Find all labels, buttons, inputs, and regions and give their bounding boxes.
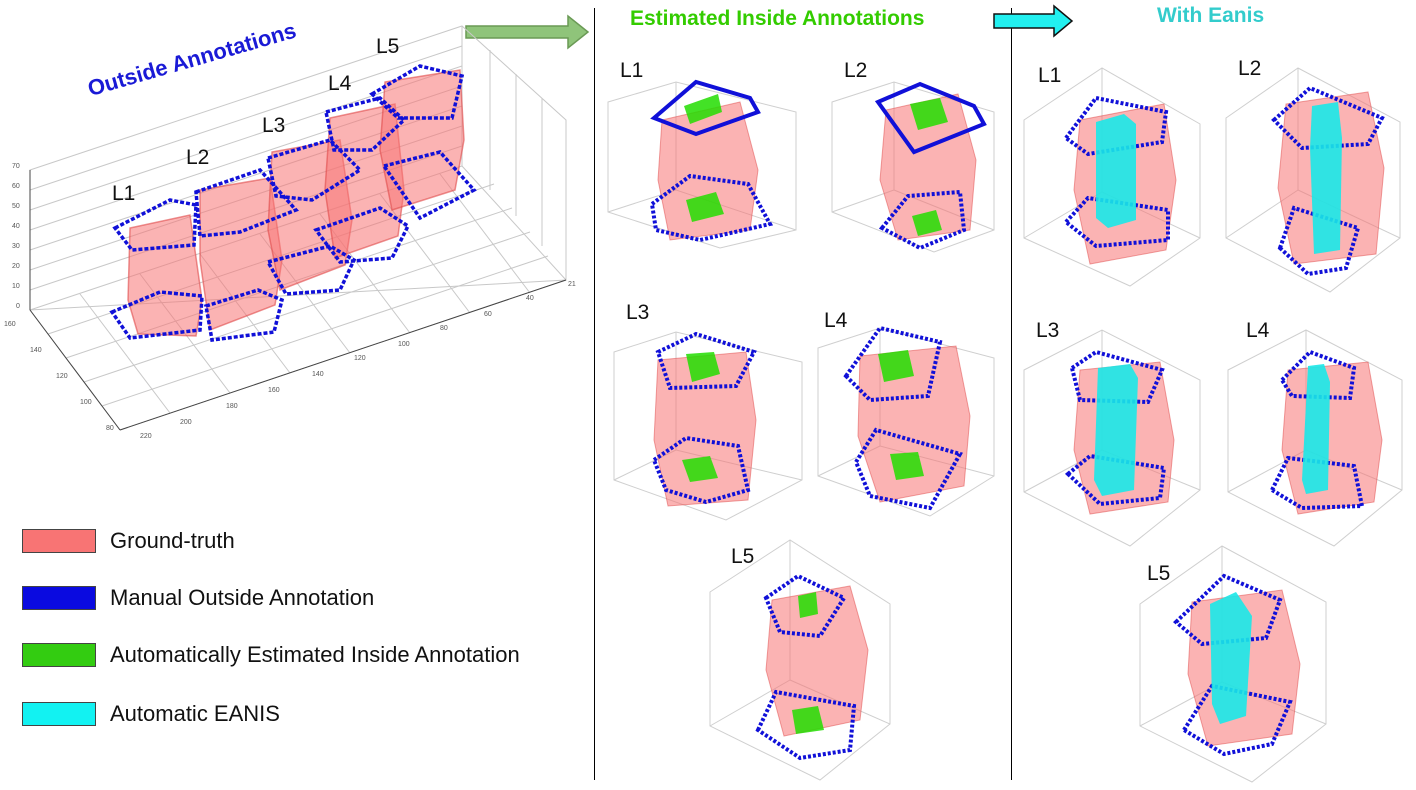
right-plot-l2 bbox=[1225, 67, 1401, 293]
y-tick: 100 bbox=[398, 341, 410, 348]
arrow-cyan-icon bbox=[993, 4, 1074, 38]
z-tick: 70 bbox=[12, 163, 20, 170]
left-level-label: L2 bbox=[186, 146, 210, 169]
arrow-green-icon bbox=[465, 14, 590, 50]
legend-swatch bbox=[22, 529, 96, 553]
legend-label: Automatic EANIS bbox=[110, 701, 280, 726]
middle-level-label: L4 bbox=[824, 309, 848, 332]
z-tick: 0 bbox=[16, 303, 20, 310]
x-tick: 160 bbox=[4, 321, 16, 328]
middle-plot-l3 bbox=[613, 331, 803, 521]
y-tick: 80 bbox=[440, 325, 448, 332]
y-tick: 120 bbox=[354, 355, 366, 362]
legend-label: Automatically Estimated Inside Annotatio… bbox=[110, 642, 520, 667]
z-tick: 10 bbox=[12, 283, 20, 290]
right-plot-l5 bbox=[1139, 545, 1327, 783]
y-tick: 140 bbox=[312, 371, 324, 378]
middle-plot-l4 bbox=[817, 325, 995, 517]
right-plot-l4 bbox=[1227, 329, 1403, 547]
right-level-label: L2 bbox=[1238, 57, 1262, 80]
middle-plot-l1 bbox=[607, 79, 797, 249]
right-level-label: L3 bbox=[1036, 319, 1060, 342]
legend-label: Ground-truth bbox=[110, 528, 235, 553]
x-tick: 80 bbox=[106, 425, 114, 432]
y-tick: 40 bbox=[526, 295, 534, 302]
legend-swatch bbox=[22, 702, 96, 726]
middle-panel-title: Estimated Inside Annotations bbox=[630, 7, 925, 30]
y-tick: 200 bbox=[180, 419, 192, 426]
y-tick: 60 bbox=[484, 311, 492, 318]
z-tick: 60 bbox=[12, 183, 20, 190]
right-level-label: L5 bbox=[1147, 562, 1171, 585]
y-tick: 160 bbox=[268, 387, 280, 394]
z-tick: 30 bbox=[12, 243, 20, 250]
y-tick: 220 bbox=[140, 433, 152, 440]
z-tick: 50 bbox=[12, 203, 20, 210]
z-tick: 40 bbox=[12, 223, 20, 230]
middle-level-label: L5 bbox=[731, 545, 755, 568]
left-level-label: L3 bbox=[262, 114, 286, 137]
middle-level-label: L1 bbox=[620, 59, 644, 82]
legend-label: Manual Outside Annotation bbox=[110, 585, 375, 610]
y-tick: 21 bbox=[568, 281, 576, 288]
right-plot-l3 bbox=[1023, 329, 1201, 547]
middle-plot-l2 bbox=[831, 81, 995, 253]
legend-swatch bbox=[22, 586, 96, 610]
x-tick: 100 bbox=[80, 399, 92, 406]
overview-3d-plot: 70 60 50 40 30 20 10 0 160 140 120 100 8… bbox=[4, 25, 576, 440]
middle-level-label: L2 bbox=[844, 59, 868, 82]
right-plot-l1 bbox=[1023, 67, 1201, 287]
middle-plot-l5 bbox=[709, 539, 891, 781]
right-panel-title: With Eanis bbox=[1157, 4, 1265, 27]
separator-left bbox=[594, 8, 595, 780]
right-level-label: L4 bbox=[1246, 319, 1270, 342]
x-tick: 140 bbox=[30, 347, 42, 354]
left-level-label: L5 bbox=[376, 35, 400, 58]
legend-swatch bbox=[22, 643, 96, 667]
middle-level-label: L3 bbox=[626, 301, 650, 324]
z-tick: 20 bbox=[12, 263, 20, 270]
y-tick: 180 bbox=[226, 403, 238, 410]
left-level-label: L4 bbox=[328, 72, 352, 95]
x-tick: 120 bbox=[56, 373, 68, 380]
separator-right bbox=[1011, 8, 1012, 780]
right-level-label: L1 bbox=[1038, 64, 1062, 87]
left-level-label: L1 bbox=[112, 182, 136, 205]
